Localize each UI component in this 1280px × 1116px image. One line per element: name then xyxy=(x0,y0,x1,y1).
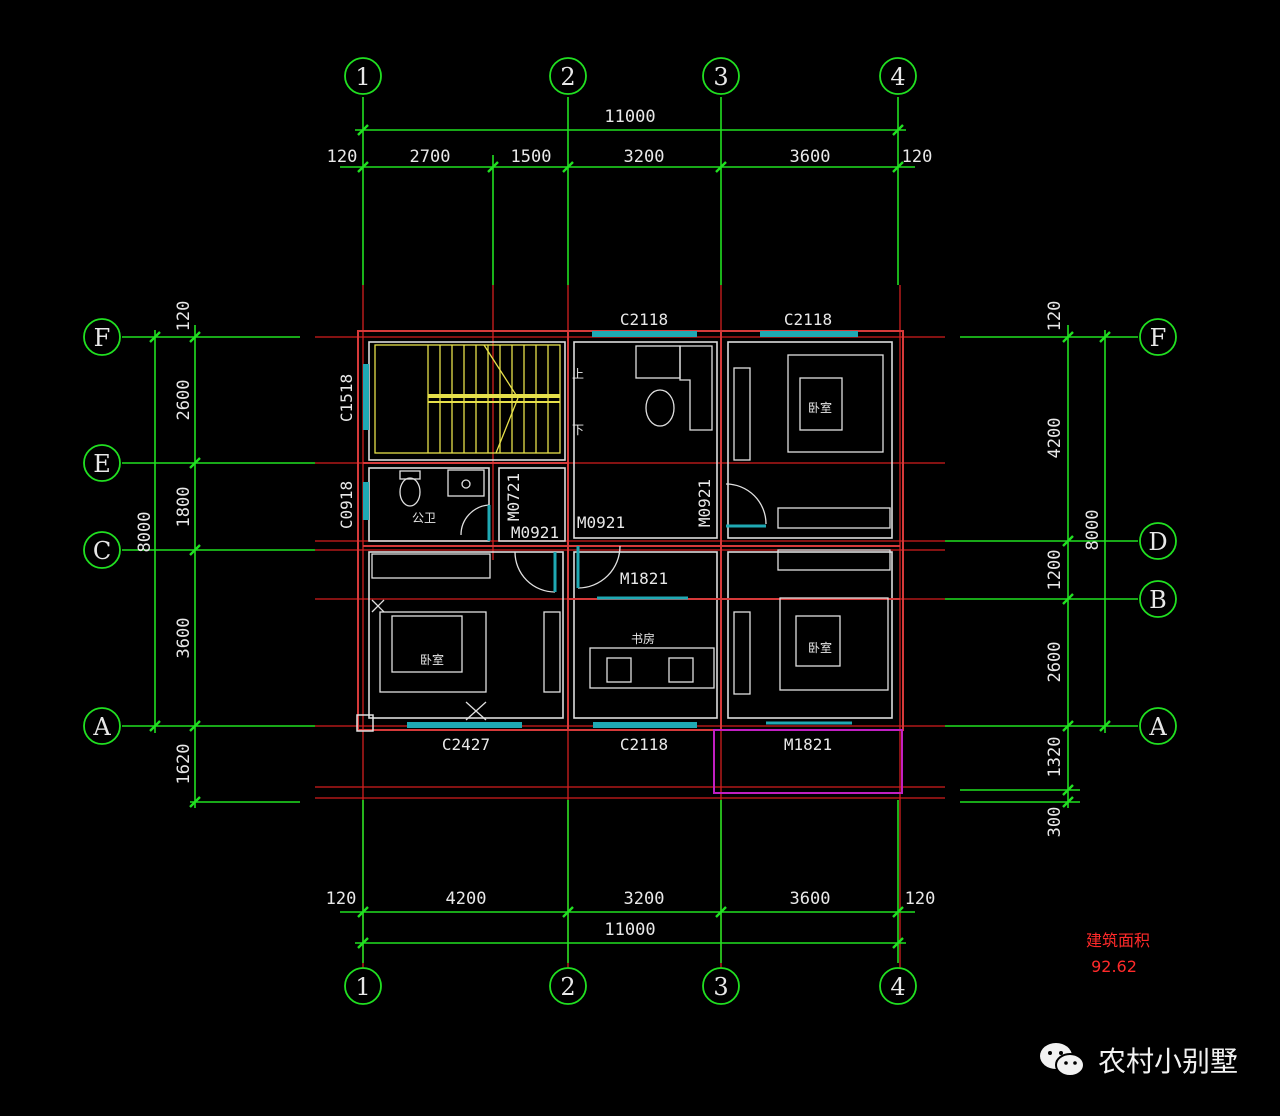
doors xyxy=(460,483,767,593)
tag-m0921-c: M0921 xyxy=(695,479,714,527)
dim-left-extra: 1620 xyxy=(174,744,194,785)
tag-c1518: C1518 xyxy=(337,374,356,422)
wechat-icon xyxy=(1039,1043,1085,1077)
right-dimensions: 8000 120 4200 1200 2600 1320 300 xyxy=(1045,301,1103,838)
label-stair-down: 下 xyxy=(572,423,584,437)
dim-bottom-seg1: 4200 xyxy=(446,889,487,909)
axis-1-top: 1 xyxy=(355,63,370,91)
axis-D-right: D xyxy=(1148,528,1167,556)
staircase xyxy=(374,344,561,454)
tag-m1821-top: M1821 xyxy=(620,569,668,588)
axis-bubbles-top: 1 2 3 4 xyxy=(344,57,917,95)
tag-c2427: C2427 xyxy=(442,735,490,754)
dim-bottom-seg3: 3600 xyxy=(790,889,831,909)
dim-left-total: 8000 xyxy=(135,512,155,553)
label-stair-up: 上 xyxy=(572,367,584,381)
tag-c0918: C0918 xyxy=(337,481,356,529)
axis-bubbles-right: F D B A xyxy=(1139,318,1177,745)
opening-tags: C2118 C2118 C1518 C0918 M0721 M0921 M092… xyxy=(337,310,832,754)
dim-bottom-total: 11000 xyxy=(604,920,655,940)
building-area-label: 建筑面积 xyxy=(1086,931,1150,950)
label-bedroom-sw: 卧室 xyxy=(420,652,444,667)
dim-right-extra: 300 xyxy=(1045,807,1065,838)
tag-m0921-a: M0921 xyxy=(511,523,559,542)
axis-B-right: B xyxy=(1149,586,1167,614)
tag-m0721: M0721 xyxy=(504,473,523,521)
dim-top-total: 11000 xyxy=(604,107,655,127)
label-bedroom-ne: 卧室 xyxy=(808,400,832,415)
axis-bubbles-bottom: 1 2 3 4 xyxy=(344,967,917,1005)
dim-right-seg2: 1200 xyxy=(1045,550,1065,591)
tag-c2118-top-a: C2118 xyxy=(620,310,668,329)
dim-top-seg2: 1500 xyxy=(511,147,552,167)
axis-4-bottom: 4 xyxy=(890,973,905,1001)
dim-left-seg2: 1800 xyxy=(174,487,194,528)
tag-c2118-top-b: C2118 xyxy=(784,310,832,329)
dim-top-left-wall: 120 xyxy=(327,147,358,167)
label-study: 书房 xyxy=(631,631,655,646)
dim-top-seg1: 2700 xyxy=(410,147,451,167)
room-labels: 公卫 卧室 卧室 书房 卧室 上 下 xyxy=(412,367,832,667)
left-dimensions: 8000 120 2600 1800 3600 1620 xyxy=(135,301,194,785)
dim-top-seg4: 3600 xyxy=(790,147,831,167)
axis-C-left: C xyxy=(93,537,111,565)
label-bath: 公卫 xyxy=(412,511,436,525)
dim-bottom-left-wall: 120 xyxy=(326,889,357,909)
dim-top-seg3: 3200 xyxy=(624,147,665,167)
axis-bubbles-left: F E C A xyxy=(83,318,121,745)
bottom-dimensions: 120 4200 3200 3600 120 11000 xyxy=(326,889,936,940)
axis-2-bottom: 2 xyxy=(560,973,575,1001)
tag-m1821-bottom: M1821 xyxy=(784,735,832,754)
dim-right-seg4: 1320 xyxy=(1045,737,1065,778)
axis-F-left: F xyxy=(94,324,111,352)
walls xyxy=(356,330,904,794)
furniture xyxy=(371,345,891,721)
axis-3-top: 3 xyxy=(713,63,728,91)
watermark: 农村小别墅 xyxy=(1036,1040,1238,1080)
dim-top-right-wall: 120 xyxy=(902,147,933,167)
dim-bottom-right-wall: 120 xyxy=(905,889,936,909)
axis-E-left: E xyxy=(93,450,111,478)
tag-m0921-b: M0921 xyxy=(577,513,625,532)
tag-c2118-bottom: C2118 xyxy=(620,735,668,754)
building-area-value: 92.62 xyxy=(1091,957,1137,976)
axis-1-bottom: 1 xyxy=(355,973,370,1001)
axis-A-right: A xyxy=(1148,713,1167,741)
dim-right-seg1: 4200 xyxy=(1045,418,1065,459)
top-dimensions: 11000 120 2700 1500 3200 3600 120 xyxy=(327,107,933,167)
dim-right-seg3: 2600 xyxy=(1045,642,1065,683)
axis-2-top: 2 xyxy=(560,63,575,91)
axis-4-top: 4 xyxy=(890,63,905,91)
balcony xyxy=(713,729,903,794)
label-bedroom-se: 卧室 xyxy=(808,640,832,655)
watermark-text: 农村小别墅 xyxy=(1097,1045,1238,1078)
windows xyxy=(363,331,858,728)
axis-A-left: A xyxy=(92,713,111,741)
dim-right-top-wall: 120 xyxy=(1045,301,1065,332)
axis-3-bottom: 3 xyxy=(713,973,728,1001)
green-axis-lines xyxy=(122,97,1138,963)
dim-left-top-wall: 120 xyxy=(174,301,194,332)
axis-F-right: F xyxy=(1150,324,1167,352)
dim-left-seg1: 2600 xyxy=(174,380,194,421)
dim-right-total: 8000 xyxy=(1083,510,1103,551)
dim-bottom-seg2: 3200 xyxy=(624,889,665,909)
dim-left-seg3: 3600 xyxy=(174,618,194,659)
building-area-note: 建筑面积 92.62 xyxy=(1086,931,1150,976)
